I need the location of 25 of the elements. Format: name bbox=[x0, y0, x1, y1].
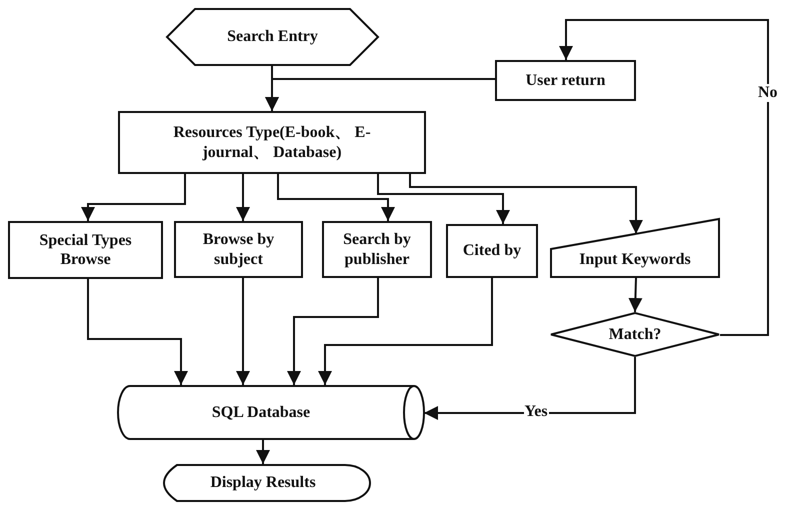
arrow bbox=[559, 19, 769, 336]
arrow bbox=[277, 174, 395, 221]
arrow bbox=[256, 440, 270, 464]
arrow bbox=[318, 278, 493, 385]
arrow bbox=[424, 357, 636, 420]
database-cylinder: SQL Database bbox=[118, 385, 424, 440]
process-box: User return bbox=[495, 60, 636, 101]
decision-diamond: Match? bbox=[550, 312, 720, 357]
arrow bbox=[377, 174, 510, 224]
arrow bbox=[236, 174, 250, 221]
process-box: Cited by bbox=[446, 224, 538, 278]
edge-label: No bbox=[757, 84, 779, 102]
arrow bbox=[236, 278, 250, 385]
arrow bbox=[409, 174, 643, 234]
arrow bbox=[628, 278, 642, 312]
manual-input-shape: Input Keywords bbox=[550, 218, 720, 278]
process-box: Browse by subject bbox=[174, 221, 303, 278]
arrow bbox=[87, 279, 188, 385]
arrow bbox=[265, 78, 495, 111]
arrow bbox=[81, 174, 186, 221]
process-box: Search by publisher bbox=[322, 221, 432, 278]
process-box: Special Types Browse bbox=[8, 221, 163, 279]
process-box: Resources Type(E-book、 E-journal、 Database) bbox=[118, 111, 426, 174]
arrow bbox=[287, 278, 379, 385]
start-hexagon: Search Entry bbox=[167, 8, 378, 66]
